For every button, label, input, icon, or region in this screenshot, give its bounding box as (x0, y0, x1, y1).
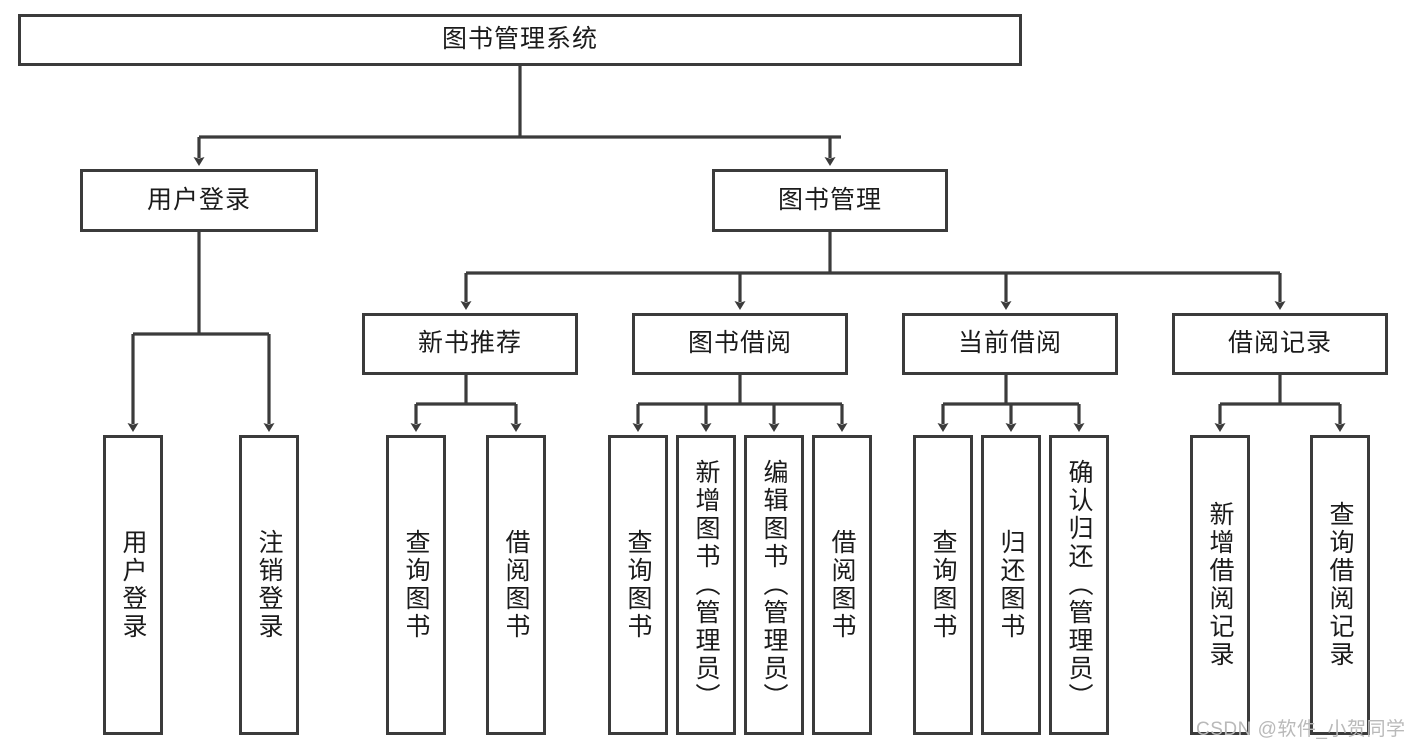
leaf-current-query-book[interactable]: 查询图书 (913, 435, 973, 735)
node-book-borrow[interactable]: 图书借阅 (632, 313, 848, 375)
leaf-user-logout[interactable]: 注销登录 (239, 435, 299, 735)
leaf-borrow-edit-book[interactable]: 编辑图书（管理员） (744, 435, 804, 735)
node-current-borrow-label: 当前借阅 (957, 329, 1062, 358)
leaf-user-login-label: 用户登录 (119, 529, 147, 641)
node-new-book-recommend[interactable]: 新书推荐 (362, 313, 578, 375)
node-user-login[interactable]: 用户登录 (80, 169, 318, 232)
leaf-borrow-add-book[interactable]: 新增图书（管理员） (676, 435, 736, 735)
node-user-login-label: 用户登录 (146, 185, 251, 214)
node-borrow-record-label: 借阅记录 (1227, 329, 1332, 358)
leaf-borrow-query-book-label: 查询图书 (624, 529, 652, 641)
leaf-record-query-label: 查询借阅记录 (1326, 501, 1354, 669)
node-root[interactable]: 图书管理系统 (18, 14, 1022, 66)
watermark-text: CSDN @软件_小贺同学 (1196, 719, 1405, 740)
leaf-borrow-edit-book-label: 编辑图书（管理员） (760, 459, 788, 711)
node-current-borrow[interactable]: 当前借阅 (902, 313, 1118, 375)
node-book-manage-label: 图书管理 (777, 185, 882, 214)
node-book-manage[interactable]: 图书管理 (712, 169, 948, 232)
leaf-borrow-add-book-label: 新增图书（管理员） (692, 459, 720, 711)
leaf-borrow-query-book[interactable]: 查询图书 (608, 435, 668, 735)
leaf-record-add-label: 新增借阅记录 (1206, 501, 1234, 669)
node-book-borrow-label: 图书借阅 (687, 329, 792, 358)
leaf-record-query[interactable]: 查询借阅记录 (1310, 435, 1370, 735)
leaf-recommend-query-book-label: 查询图书 (402, 529, 430, 641)
leaf-recommend-borrow-book-label: 借阅图书 (502, 529, 530, 641)
leaf-record-add[interactable]: 新增借阅记录 (1190, 435, 1250, 735)
leaf-borrow-do-borrow-label: 借阅图书 (828, 529, 856, 641)
leaf-current-query-book-label: 查询图书 (929, 529, 957, 641)
leaf-user-logout-label: 注销登录 (255, 529, 283, 641)
leaf-current-confirm-return[interactable]: 确认归还（管理员） (1049, 435, 1109, 735)
leaf-current-confirm-return-label: 确认归还（管理员） (1065, 459, 1093, 711)
leaf-current-return-book-label: 归还图书 (997, 529, 1025, 641)
leaf-recommend-borrow-book[interactable]: 借阅图书 (486, 435, 546, 735)
leaf-borrow-do-borrow[interactable]: 借阅图书 (812, 435, 872, 735)
node-borrow-record[interactable]: 借阅记录 (1172, 313, 1388, 375)
node-root-label: 图书管理系统 (441, 25, 598, 54)
leaf-recommend-query-book[interactable]: 查询图书 (386, 435, 446, 735)
leaf-current-return-book[interactable]: 归还图书 (981, 435, 1041, 735)
leaf-user-login[interactable]: 用户登录 (103, 435, 163, 735)
node-new-book-recommend-label: 新书推荐 (417, 329, 522, 358)
